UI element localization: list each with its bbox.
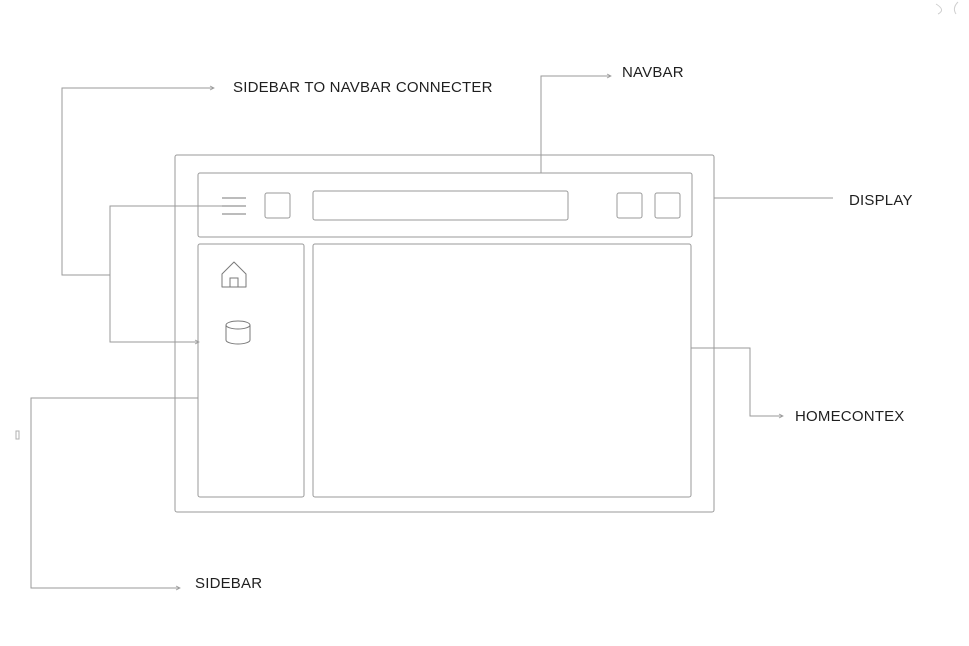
display-frame	[174, 154, 715, 513]
home-icon	[221, 261, 247, 288]
database-icon	[225, 320, 251, 345]
navbar-box	[197, 172, 693, 238]
navbar-label: NAVBAR	[622, 64, 684, 81]
display-label: DISPLAY	[849, 192, 913, 209]
navbar-button-1	[616, 192, 643, 219]
sidebar-label: SIDEBAR	[195, 575, 263, 592]
sidebar-to-navbar-connector-line	[61, 87, 213, 276]
corner-mark	[935, 1, 959, 15]
homecontext-label: HOMECONTEX	[795, 408, 905, 425]
navbar-logo-box	[264, 192, 291, 219]
navbar-button-2	[654, 192, 681, 219]
navbar-connector-line	[540, 75, 610, 173]
hamburger-menu-icon	[222, 197, 246, 215]
homecontext-box	[312, 243, 692, 498]
stray-mark	[15, 430, 20, 440]
sidebar-navbar-bracket-line	[109, 205, 222, 343]
navbar-search-bar	[312, 190, 569, 221]
sidebar-to-navbar-connector-label: SIDEBAR TO NAVBAR CONNECTER	[233, 79, 493, 96]
sidebar-box	[197, 243, 305, 498]
homecontext-connector-line	[691, 347, 782, 417]
sidebar-connector-line	[30, 397, 198, 589]
